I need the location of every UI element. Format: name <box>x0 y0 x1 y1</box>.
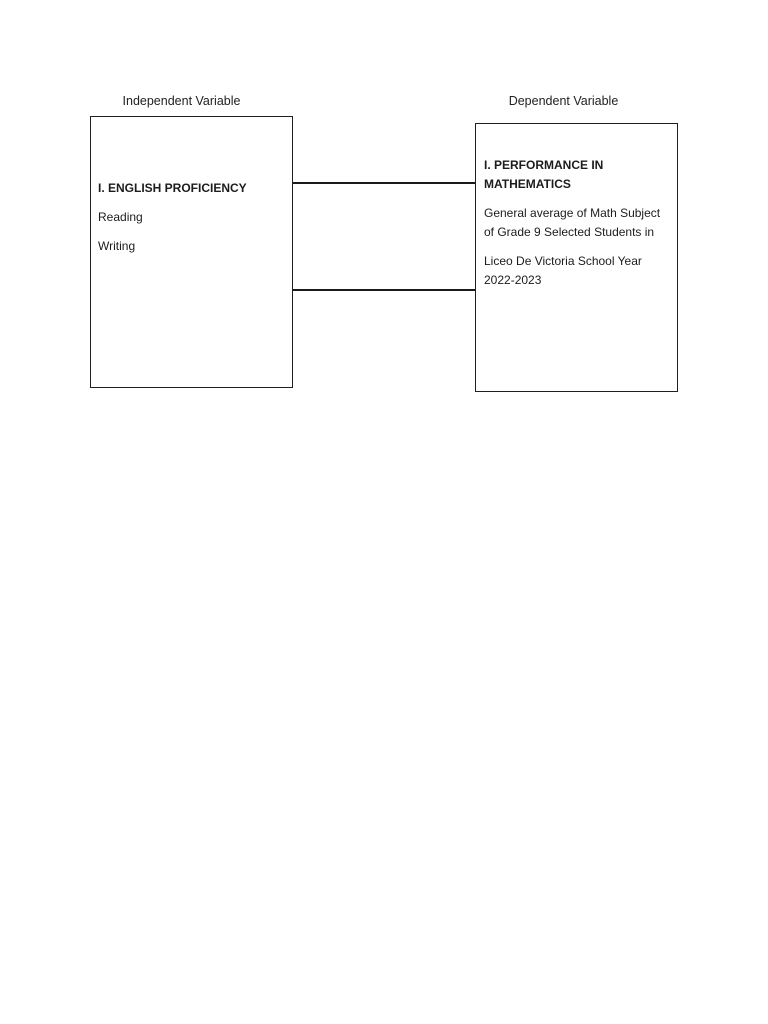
independent-item-writing: Writing <box>98 239 136 253</box>
independent-item-reading: Reading <box>98 210 143 224</box>
dependent-box-title: I. PERFORMANCE IN MATHEMATICS <box>484 156 673 194</box>
dependent-paragraph-2-line-1: Liceo De Victoria School Year <box>484 254 642 268</box>
independent-variable-heading: Independent Variable <box>122 94 241 108</box>
top-connector-line <box>293 182 475 184</box>
dependent-paragraph-1-line-2: of Grade 9 Selected Students in <box>484 225 655 239</box>
dependent-box-title-line-2: MATHEMATICS <box>484 177 571 191</box>
dependent-paragraph-2-line-2: 2022-2023 <box>484 273 542 287</box>
dependent-box-title-line-1: I. PERFORMANCE IN <box>484 158 604 172</box>
dependent-variable-box: I. PERFORMANCE IN MATHEMATICS General av… <box>475 123 678 392</box>
independent-box-title: I. ENGLISH PROFICIENCY <box>98 181 247 195</box>
independent-variable-box: I. ENGLISH PROFICIENCY Reading Writing <box>90 116 293 388</box>
dependent-box-paragraph-1: General average of Math Subject of Grade… <box>484 204 673 242</box>
dependent-box-paragraph-2: Liceo De Victoria School Year 2022-2023 <box>484 252 673 290</box>
dependent-paragraph-1-line-1: General average of Math Subject <box>484 206 661 220</box>
bottom-connector-line <box>293 289 475 291</box>
dependent-variable-heading: Dependent Variable <box>508 94 619 108</box>
